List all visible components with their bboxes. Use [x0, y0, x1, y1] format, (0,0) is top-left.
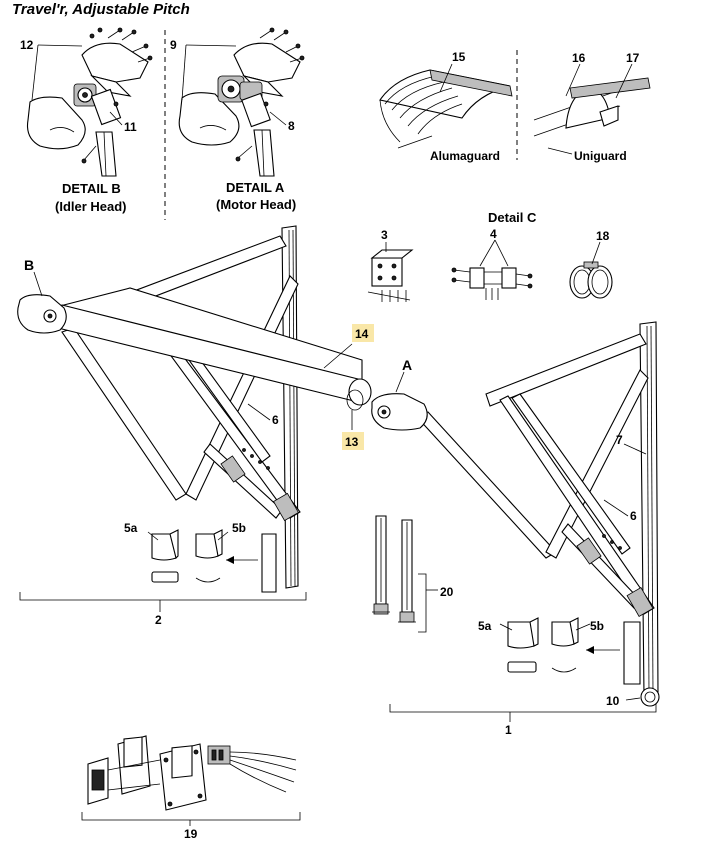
- callout-17: 17: [626, 51, 640, 65]
- idler-head-installed: [17, 294, 67, 334]
- callout-7: 7: [616, 433, 623, 447]
- callout-13: 13: [345, 435, 359, 449]
- callout-16: 16: [572, 51, 586, 65]
- right-inner-arm: [499, 395, 655, 615]
- detail-a-motor-head: 9 8 DETAIL A (Motor Head): [170, 27, 305, 212]
- motor-arm-tube: [253, 129, 275, 177]
- detail-b-label: DETAIL B: [62, 181, 121, 196]
- part-20-rails: 20: [372, 515, 454, 633]
- callout-4: 4: [490, 227, 497, 241]
- motor-assembly: [217, 75, 271, 128]
- detail-a-sublabel: (Motor Head): [216, 197, 296, 212]
- idler-head-cover: [26, 96, 86, 150]
- part-4-brackets: 4: [451, 227, 533, 300]
- assembly-2-idler-side: B 14 13 6 5a 5b 2: [17, 225, 374, 627]
- part-19-switch-assembly: 19: [81, 735, 301, 841]
- detail-b-idler-head: 12 11 DETAIL B (Idler Head): [20, 27, 153, 214]
- alumaguard-label: Alumaguard: [430, 149, 500, 163]
- callout-5a-left: 5a: [124, 521, 138, 535]
- callout-2: 2: [155, 613, 162, 627]
- idler-arm-tube: [95, 131, 117, 177]
- letter-a: A: [402, 357, 412, 373]
- letter-b: B: [24, 257, 34, 273]
- diagram-title: Travel'r, Adjustable Pitch: [12, 1, 190, 18]
- callout-12: 12: [20, 38, 34, 52]
- motor-endcap-top: [233, 42, 301, 83]
- part-10-end-cap: [640, 687, 660, 707]
- callout-20: 20: [440, 585, 454, 599]
- callout-9: 9: [170, 38, 177, 52]
- callout-6-left: 6: [272, 413, 279, 427]
- callout-5b-right: 5b: [590, 619, 604, 633]
- motor-head-cover: [178, 92, 240, 146]
- callout-8: 8: [288, 119, 295, 133]
- uniguard-label: Uniguard: [574, 149, 627, 163]
- assembly-1-motor-side: A 7 6 5a 5b 10 1: [371, 321, 660, 737]
- callout-5a-right: 5a: [478, 619, 492, 633]
- callout-10: 10: [606, 694, 620, 708]
- callout-15: 15: [452, 50, 466, 64]
- callout-13-highlight: [342, 432, 364, 450]
- idler-endcap-top: [81, 42, 149, 83]
- callout-5b-left: 5b: [232, 521, 246, 535]
- callout-19: 19: [184, 827, 198, 841]
- uniguard: 16 17 Uniguard: [533, 51, 651, 163]
- callout-1: 1: [505, 723, 512, 737]
- callout-14: 14: [355, 327, 369, 341]
- part-18-hose-clamps: 18: [569, 229, 613, 299]
- callout-18: 18: [596, 229, 610, 243]
- callout-14-highlight: [352, 324, 374, 342]
- callout-6-right: 6: [630, 509, 637, 523]
- alumaguard: 15 Alumaguard: [379, 50, 513, 163]
- callout-11: 11: [124, 120, 137, 134]
- part-3-bracket: 3: [367, 228, 414, 302]
- detail-a-label: DETAIL A: [226, 180, 285, 195]
- detail-b-sublabel: (Idler Head): [55, 199, 127, 214]
- detail-c-label: Detail C: [488, 210, 537, 225]
- callout-3: 3: [381, 228, 388, 242]
- motor-head-installed: [371, 393, 428, 431]
